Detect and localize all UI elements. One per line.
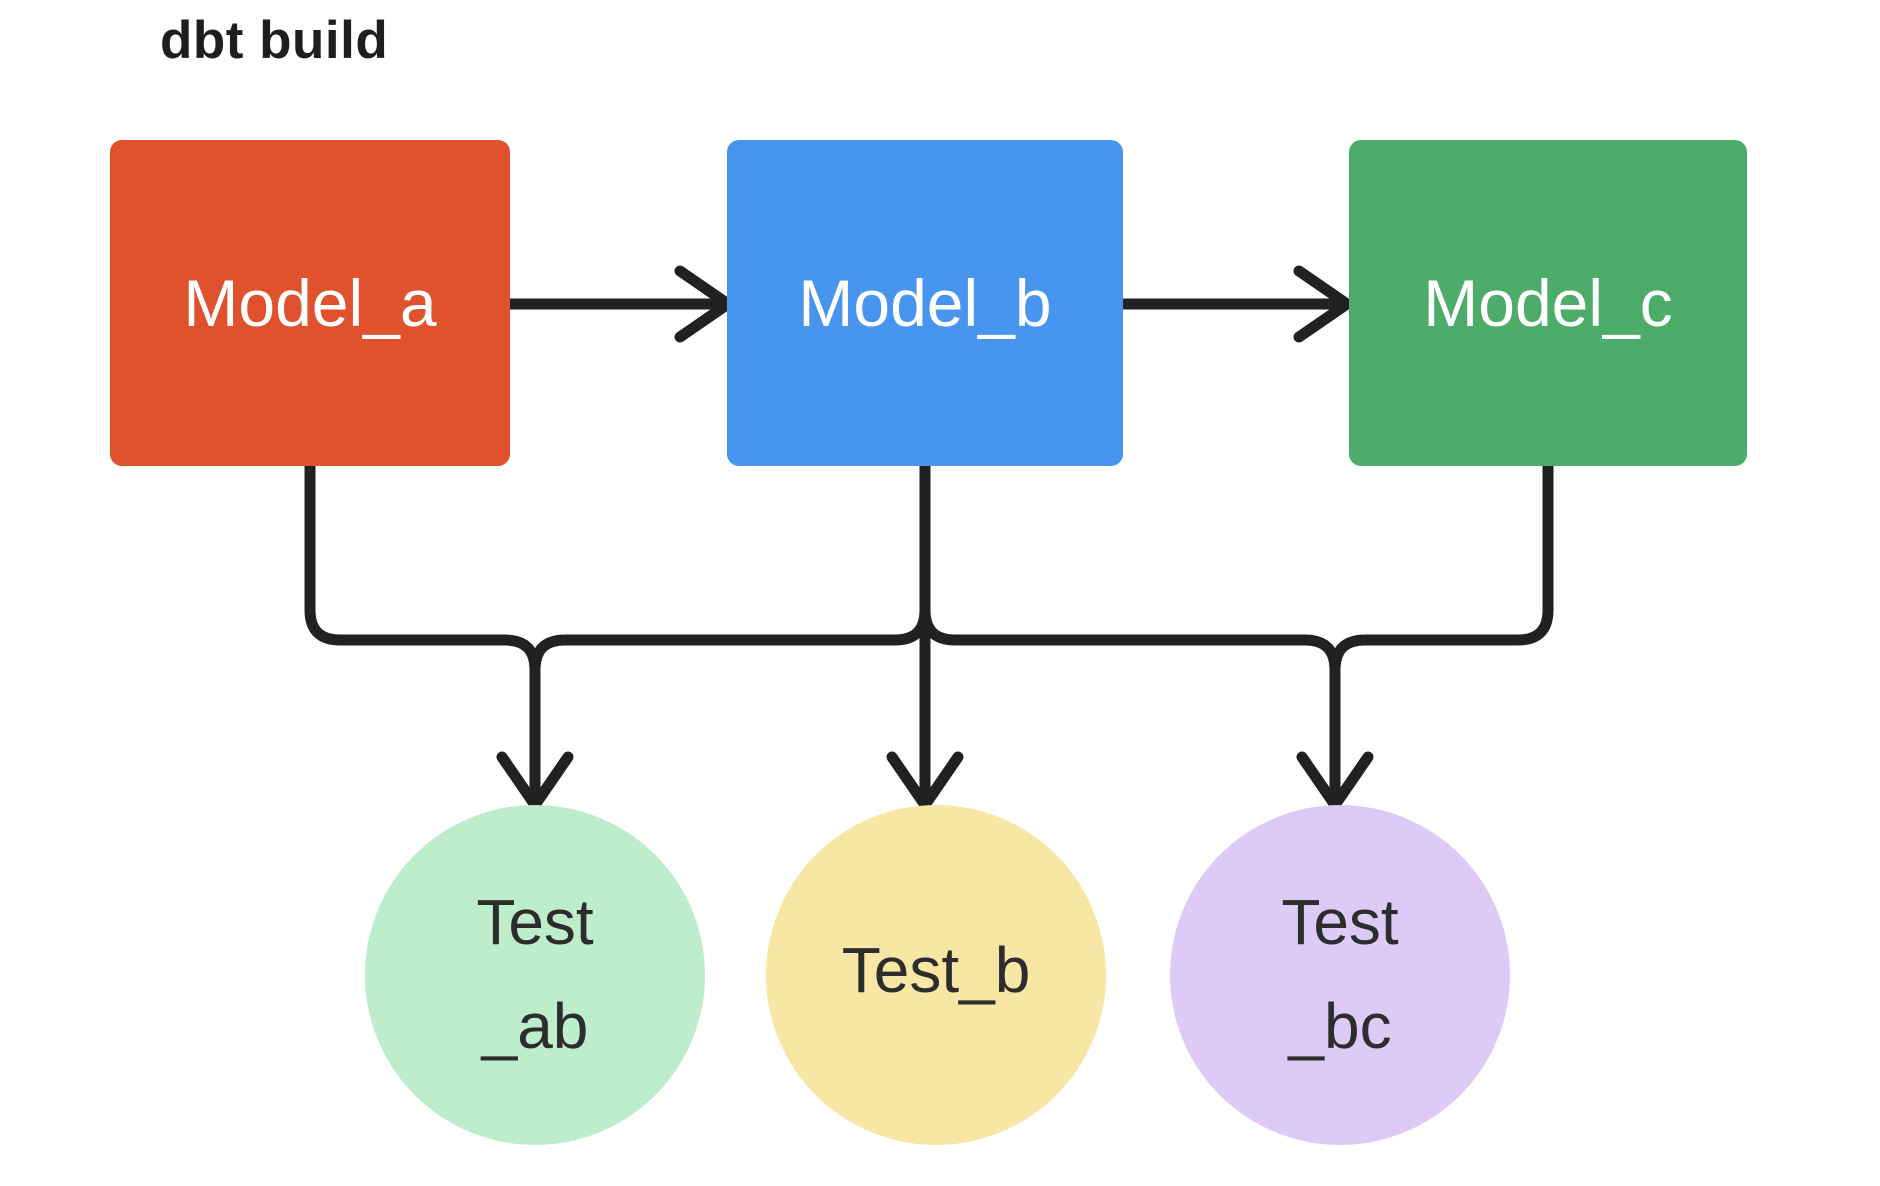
node-model-a[interactable] xyxy=(110,140,510,466)
node-test-bc-label-line2: _bc xyxy=(1287,990,1391,1062)
node-model-b[interactable] xyxy=(727,140,1123,466)
edge-model-c-to-test-bc xyxy=(1329,460,1554,676)
node-test-ab-label-line2: _ab xyxy=(481,990,589,1062)
node-model-c-label: Model_c xyxy=(1423,266,1672,340)
node-test-bc[interactable] xyxy=(1170,805,1510,1145)
node-test-b-label-line1: Test_b xyxy=(842,934,1031,1006)
node-model-b-label: Model_b xyxy=(798,266,1051,340)
test-nodes-layer: Test _ab Test_b Test _bc xyxy=(365,805,1510,1145)
node-test-b[interactable] xyxy=(766,805,1106,1145)
diagram-title: dbt build xyxy=(160,11,388,70)
edge-model-b-to-model-c xyxy=(1117,265,1353,343)
node-model-c[interactable] xyxy=(1349,140,1747,466)
node-model-a-label: Model_a xyxy=(183,266,436,340)
edges-layer xyxy=(304,265,1554,811)
node-test-bc-label-line1: Test xyxy=(1281,886,1399,958)
node-test-ab-label-line1: Test xyxy=(476,886,594,958)
model-nodes-layer: Model_a Model_b Model_c xyxy=(110,140,1747,466)
node-test-ab[interactable] xyxy=(365,805,705,1145)
